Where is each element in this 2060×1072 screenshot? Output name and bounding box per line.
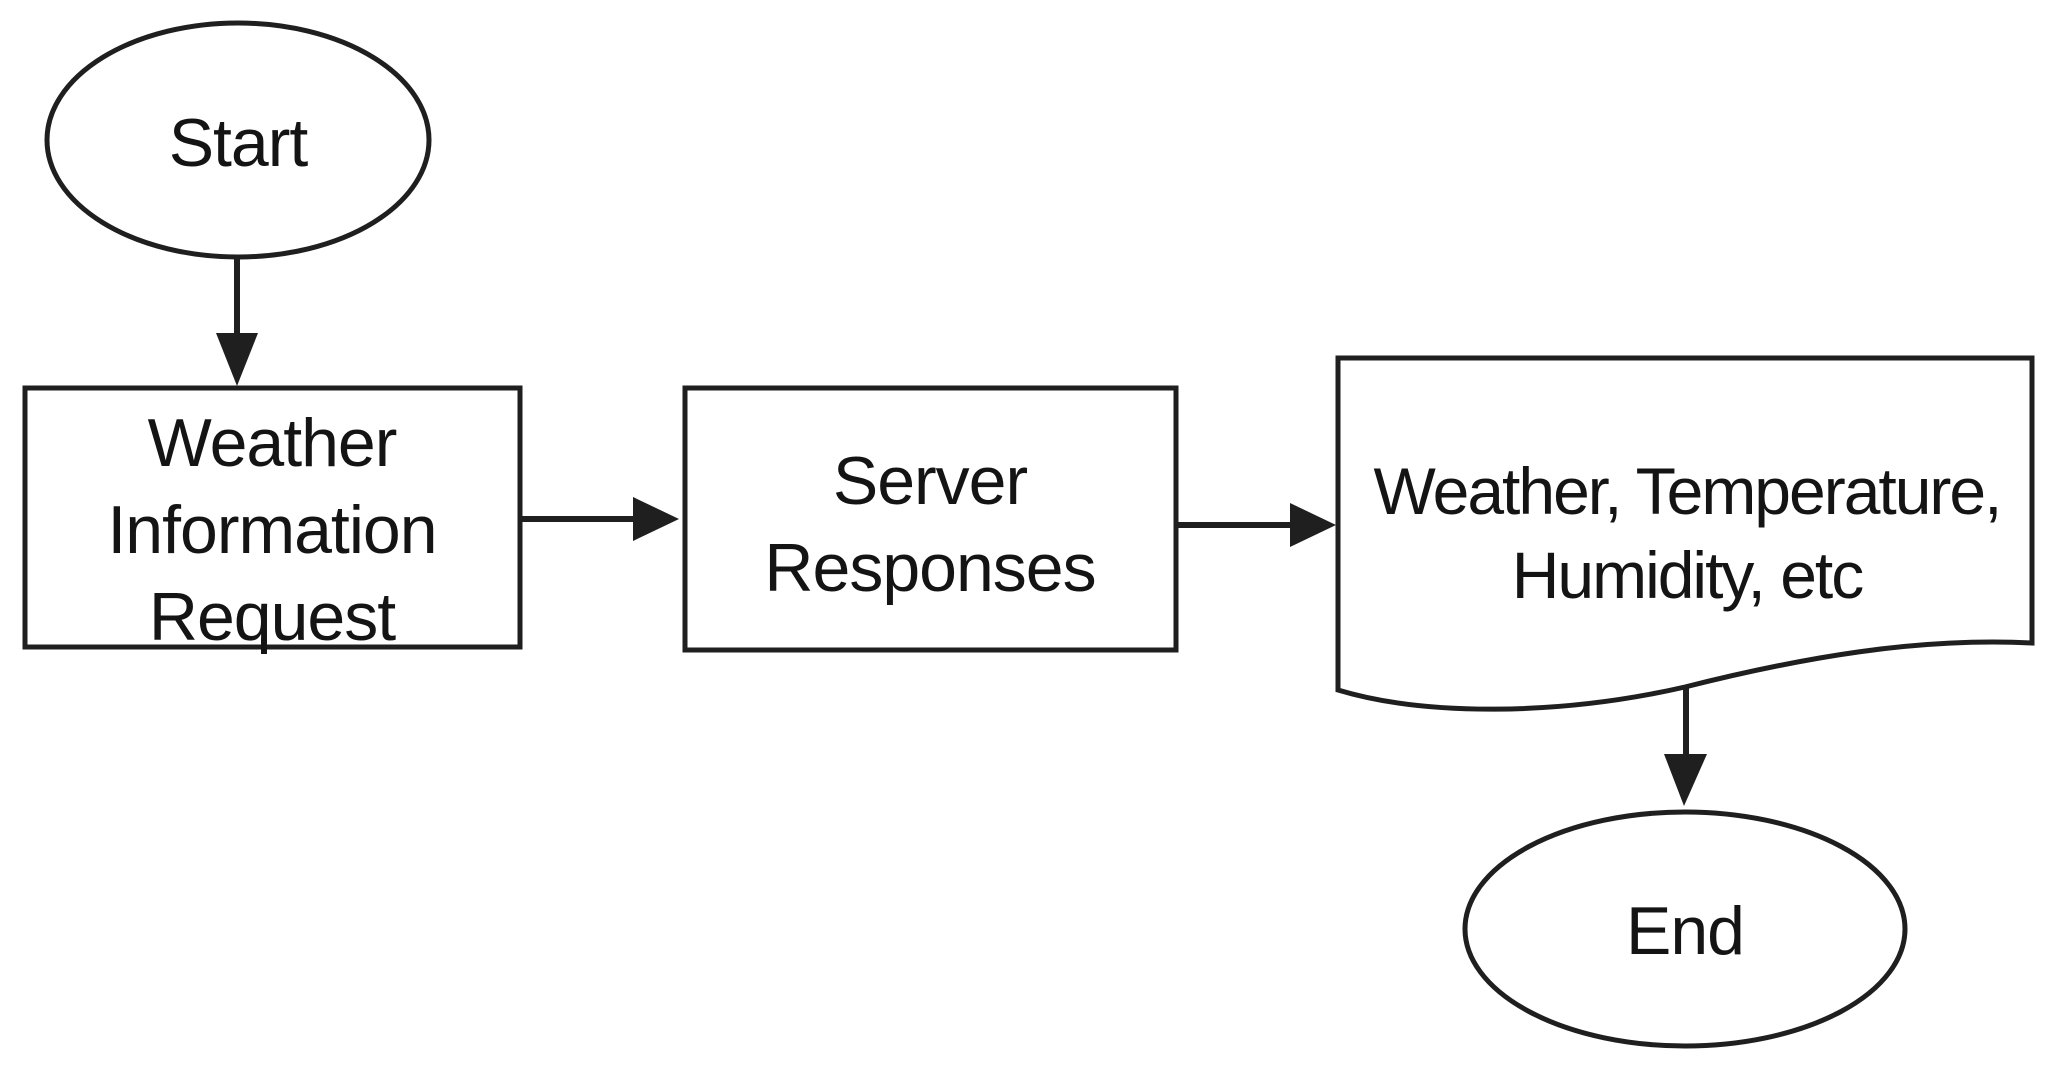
node-weather-information-request: Weather Information Request <box>22 385 523 655</box>
weather-request-process-shape <box>22 385 523 650</box>
node-server-responses: Server Responses <box>682 385 1179 653</box>
weather-request-label-line-1: Weather <box>148 405 397 481</box>
server-responses-label-line-1: Server <box>833 443 1028 519</box>
weather-data-label-line-1: Weather, Temperature, <box>1374 454 2001 528</box>
end-label: End <box>1626 893 1744 969</box>
weather-data-label-line-2: Humidity, etc <box>1512 538 1864 612</box>
weather-data-document-shape <box>1335 355 2035 712</box>
node-weather-data-output: Weather, Temperature, Humidity, etc <box>1335 355 2035 712</box>
edge-server-to-output <box>1176 503 1336 547</box>
node-end: End <box>1462 809 1908 1049</box>
node-start: Start <box>44 20 432 260</box>
server-responses-label-line-2: Responses <box>764 530 1095 606</box>
arrowhead-right-icon <box>1290 503 1336 547</box>
end-terminator-shape <box>1462 809 1908 1049</box>
weather-request-label-line-2: Information <box>107 492 436 568</box>
weather-request-label-line-3: Request <box>149 579 396 655</box>
edge-start-to-request <box>216 257 258 386</box>
arrowhead-down-icon <box>1664 754 1707 806</box>
arrowhead-right-icon <box>633 497 679 541</box>
arrowhead-down-icon <box>216 333 258 386</box>
edge-request-to-server <box>520 497 679 541</box>
edge-output-to-end <box>1664 688 1707 806</box>
server-responses-process-shape <box>682 385 1179 653</box>
start-label: Start <box>169 105 309 181</box>
